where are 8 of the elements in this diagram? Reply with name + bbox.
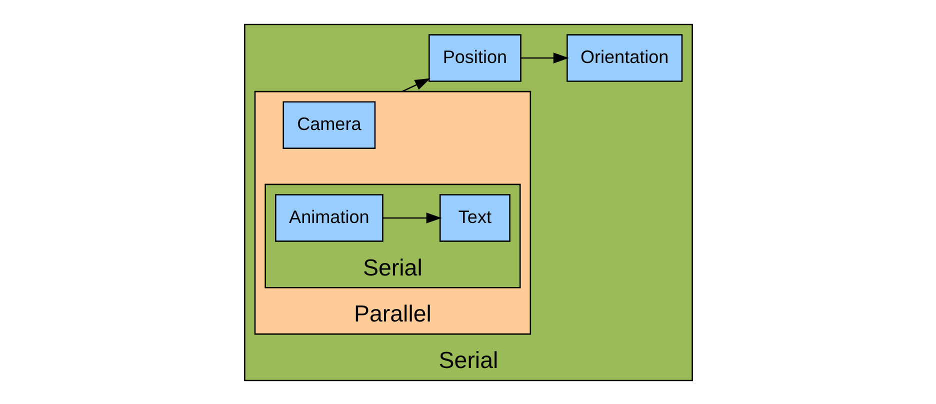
node-box: Animation (274, 194, 383, 242)
node-box: Text (438, 194, 510, 242)
node-box: Position (428, 34, 521, 82)
arrow (401, 78, 430, 92)
arrow (382, 212, 442, 223)
node-box: Camera (282, 100, 376, 148)
arrow (520, 52, 568, 63)
node-box: Orientation (566, 34, 682, 82)
